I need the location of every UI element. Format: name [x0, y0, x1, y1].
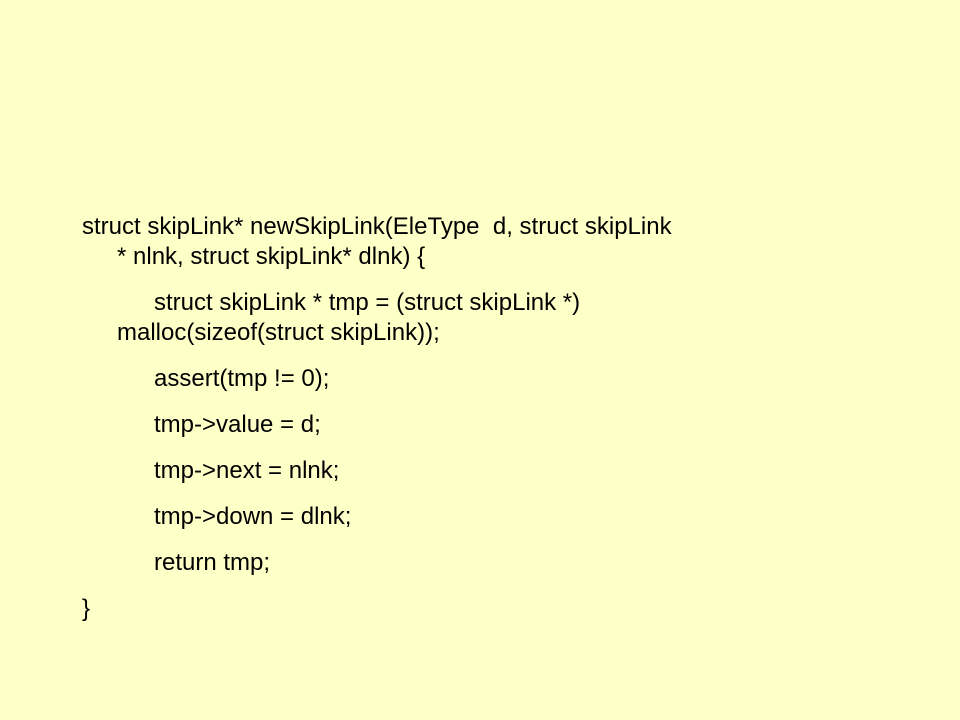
next-assignment: tmp->next = nlnk;	[154, 457, 340, 484]
malloc-statement: struct skipLink * tmp = (struct skipLink…	[82, 288, 882, 348]
signature-line-1: struct skipLink* newSkipLink(EleType d, …	[82, 213, 672, 240]
function-signature: struct skipLink* newSkipLink(EleType d, …	[82, 212, 882, 272]
down-assignment: tmp->down = dlnk;	[154, 503, 352, 530]
malloc-line-2: malloc(sizeof(struct skipLink));	[117, 319, 440, 346]
value-assignment: tmp->value = d;	[154, 411, 321, 438]
closing-brace: }	[82, 595, 91, 622]
signature-line-2: * nlnk, struct skipLink* dlnk) {	[117, 243, 426, 270]
return-statement: return tmp;	[154, 549, 271, 576]
malloc-line-1: struct skipLink * tmp = (struct skipLink…	[154, 289, 581, 316]
assert-statement: assert(tmp != 0);	[154, 365, 330, 392]
code-block: struct skipLink* newSkipLink(EleType d, …	[82, 212, 882, 624]
